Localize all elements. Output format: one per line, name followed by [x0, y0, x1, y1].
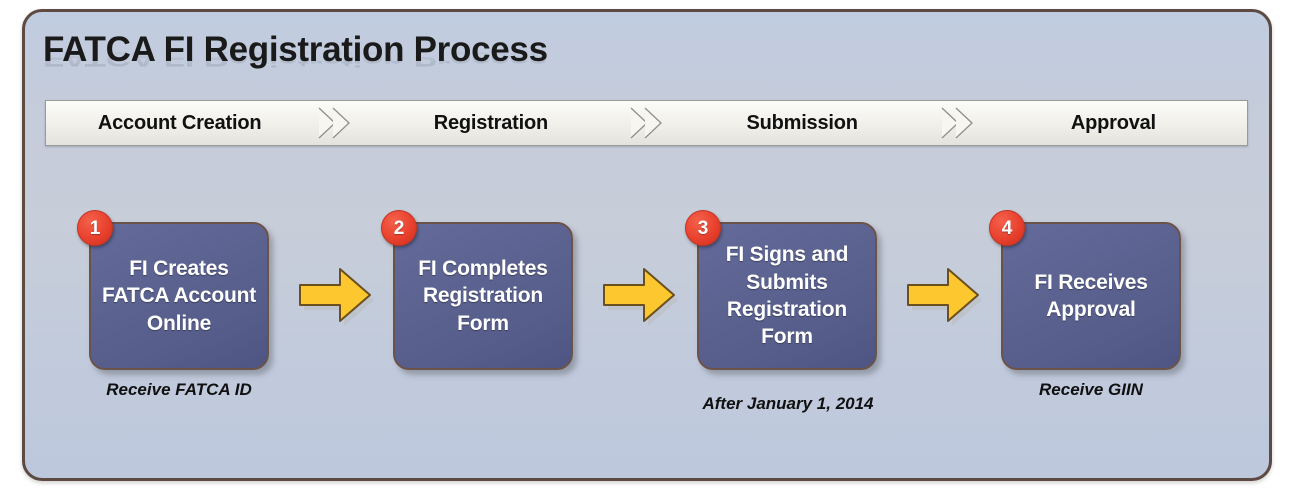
stage-label: Approval	[1070, 111, 1156, 134]
step-number-badge-1: 1	[77, 210, 113, 246]
process-box-label: FI Creates FATCA Account Online	[101, 257, 257, 335]
diagram-frame: FATCA FI Registration Process FATCA FI R…	[22, 9, 1272, 481]
step-number: 3	[697, 217, 709, 239]
stage-label: Account Creation	[97, 111, 262, 134]
double-chevron-right-icon	[936, 101, 980, 145]
stage-item-registration[interactable]: Registration	[357, 101, 624, 145]
step-number-badge-3: 3	[685, 210, 721, 246]
process-box-3[interactable]: FI Signs and Submits Registration Form	[697, 222, 877, 370]
process-box-label: FI Completes Registration Form	[418, 257, 548, 335]
process-box-1[interactable]: FI Creates FATCA Account Online	[89, 222, 269, 370]
block-arrow-right-icon-1	[297, 262, 375, 334]
step-number-badge-2: 2	[381, 210, 417, 246]
process-box-label: FI Signs and Submits Registration Form	[725, 243, 849, 349]
step-number-badge-4: 4	[989, 210, 1025, 246]
step-number: 2	[393, 217, 405, 239]
stage-item-account-creation[interactable]: Account Creation	[46, 101, 313, 145]
page-title: FATCA FI Registration Process	[43, 30, 548, 69]
stage-label: Registration	[433, 111, 549, 134]
process-caption-1: Receive FATCA ID	[106, 380, 252, 399]
stage-bar: Account Creation Registration Submission	[45, 100, 1248, 146]
process-caption-4: Receive GIIN	[1039, 380, 1143, 399]
process-box-2[interactable]: FI Completes Registration Form	[393, 222, 573, 370]
step-number: 1	[89, 217, 101, 239]
step-number: 4	[1001, 217, 1013, 239]
block-arrow-right-icon-3	[905, 262, 983, 334]
stage-item-approval[interactable]: Approval	[980, 101, 1247, 145]
process-box-4[interactable]: FI Receives Approval	[1001, 222, 1181, 370]
double-chevron-right-icon	[625, 101, 669, 145]
stage-item-submission[interactable]: Submission	[669, 101, 936, 145]
block-arrow-right-icon-2	[601, 262, 679, 334]
process-box-label: FI Receives Approval	[1034, 270, 1148, 321]
title-block: FATCA FI Registration Process FATCA FI R…	[43, 28, 743, 102]
double-chevron-right-icon	[313, 101, 357, 145]
process-caption-3: After January 1, 2014	[702, 394, 874, 413]
stage-label: Submission	[746, 111, 858, 134]
